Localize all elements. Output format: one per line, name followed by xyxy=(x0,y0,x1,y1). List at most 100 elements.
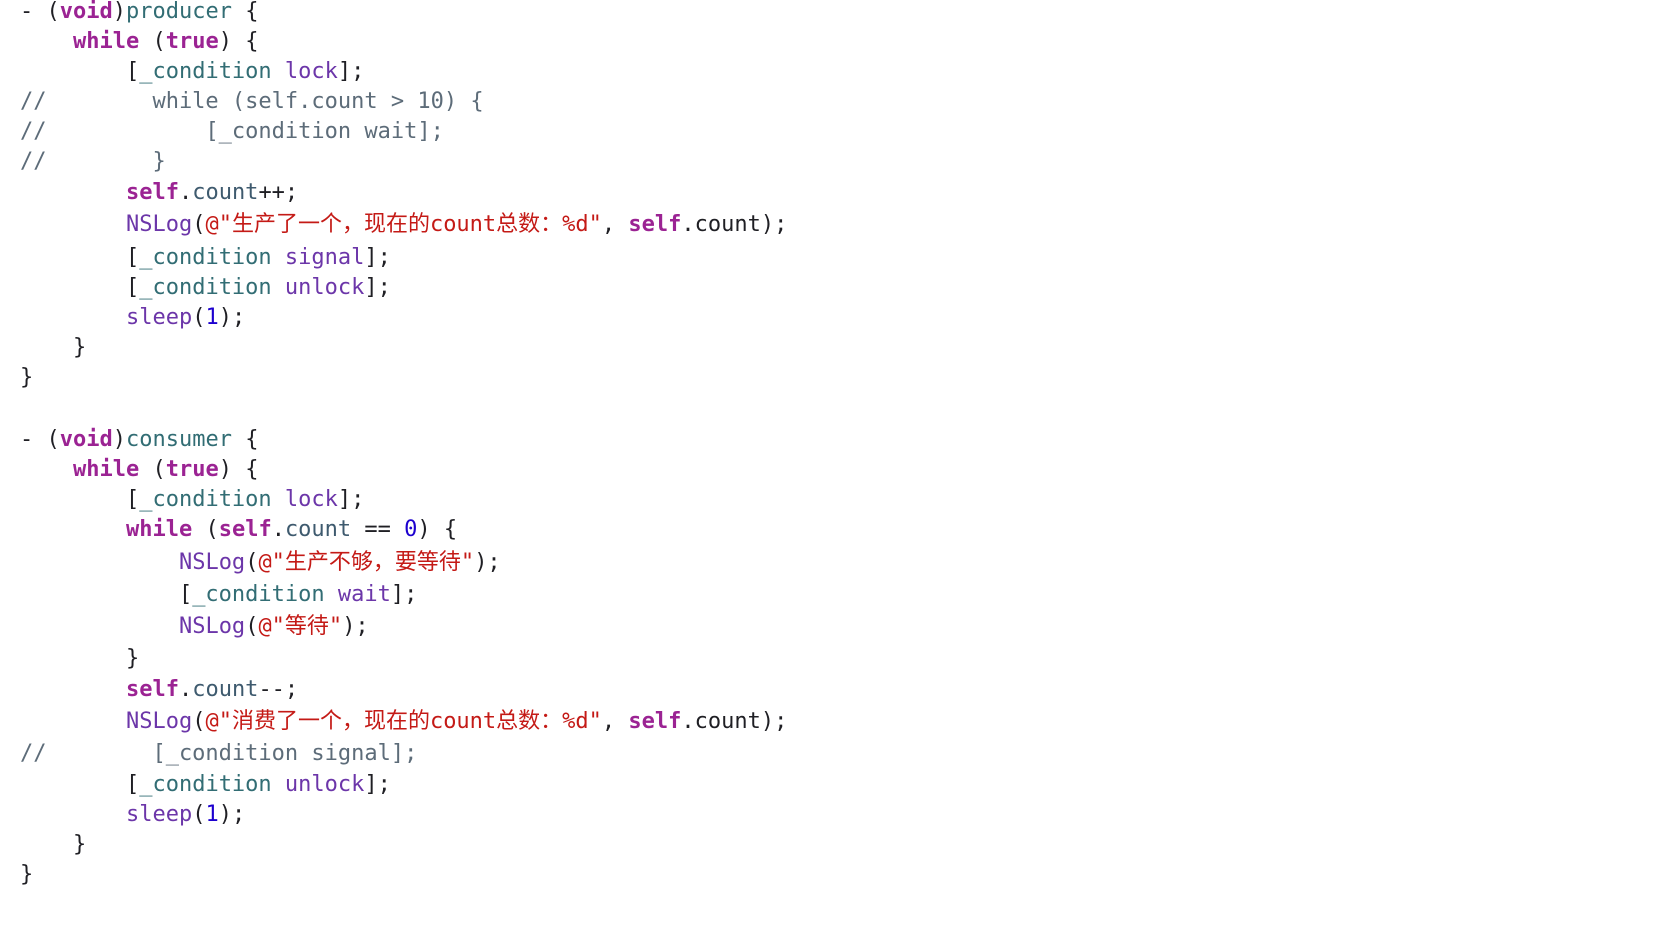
code-text: ( xyxy=(245,550,259,575)
code-line: } xyxy=(20,362,33,394)
keyword-token: self xyxy=(125,677,179,702)
code-line: self.count--; xyxy=(20,674,298,706)
code-line: NSLog(@"生产不够，要等待"); xyxy=(20,547,501,579)
code-text: --; xyxy=(258,677,299,702)
comment-text: // } xyxy=(20,149,166,174)
code-text: ); xyxy=(218,305,246,330)
code-text xyxy=(20,180,126,205)
property-token: count xyxy=(192,677,259,702)
method-token: NSLog xyxy=(125,212,193,237)
method-token: lock xyxy=(284,487,338,512)
code-line: [_condition unlock]; xyxy=(20,272,391,304)
code-text: ( xyxy=(192,709,206,734)
code-text: ]; xyxy=(337,59,365,84)
code-line: while (true) { xyxy=(20,26,258,58)
code-text xyxy=(20,677,126,702)
number-literal: 0 xyxy=(404,517,418,542)
code-line: NSLog(@"等待"); xyxy=(20,611,369,643)
code-text xyxy=(20,802,126,827)
code-line: [_condition unlock]; xyxy=(20,769,391,801)
function-name-token: consumer xyxy=(125,427,232,452)
code-line: - (void)producer { xyxy=(20,0,258,28)
code-text: .count); xyxy=(681,709,788,734)
string-literal: @"生产不够，要等待" xyxy=(258,550,475,575)
comment-text: // [_condition wait]; xyxy=(20,119,444,144)
property-token: count xyxy=(192,180,259,205)
ivar-token: _condition xyxy=(139,487,272,512)
code-text: ]; xyxy=(364,245,391,270)
method-token: lock xyxy=(284,59,338,84)
code-text: ) { xyxy=(218,29,259,54)
code-text: ]; xyxy=(364,275,391,300)
code-line: while (self.count == 0) { xyxy=(20,514,457,546)
code-line: } xyxy=(20,859,33,891)
code-text: ); xyxy=(474,550,501,575)
code-text xyxy=(272,772,285,797)
code-text xyxy=(20,614,179,639)
keyword-token: void xyxy=(59,427,113,452)
string-literal: @"生产了一个，现在的count总数：%d" xyxy=(205,212,602,237)
keyword-token: self xyxy=(628,709,682,734)
method-token: unlock xyxy=(284,275,365,300)
code-line: // } xyxy=(20,146,166,178)
code-line: sleep(1); xyxy=(20,302,245,334)
code-line: [_condition lock]; xyxy=(20,484,364,516)
number-literal: 1 xyxy=(205,802,219,827)
string-literal: @"等待" xyxy=(258,614,343,639)
method-token: signal xyxy=(284,245,365,270)
code-line: // while (self.count > 10) { xyxy=(20,86,484,118)
code-line: } xyxy=(20,829,86,861)
code-line: // [_condition wait]; xyxy=(20,116,444,148)
code-text: ) xyxy=(112,427,126,452)
code-text: ]; xyxy=(390,582,418,607)
code-text: [ xyxy=(20,245,140,270)
code-text xyxy=(20,709,126,734)
number-literal: 1 xyxy=(205,305,219,330)
method-token: sleep xyxy=(125,305,193,330)
code-text: ( xyxy=(192,212,206,237)
code-text xyxy=(20,305,126,330)
code-text: [ xyxy=(20,772,140,797)
code-text: ( xyxy=(192,517,219,542)
code-text xyxy=(272,487,285,512)
property-token: count xyxy=(284,517,352,542)
method-token: wait xyxy=(337,582,391,607)
code-line: - (void)consumer { xyxy=(20,424,258,456)
code-text: - ( xyxy=(20,0,60,24)
code-line: NSLog(@"生产了一个，现在的count总数：%d", self.count… xyxy=(20,209,787,241)
code-text: ); xyxy=(218,802,246,827)
code-text xyxy=(272,275,285,300)
ivar-token: _condition xyxy=(139,245,272,270)
code-text: ) { xyxy=(218,457,259,482)
code-text: { xyxy=(231,0,259,24)
code-text: , xyxy=(601,212,629,237)
code-text: ( xyxy=(245,614,259,639)
code-text: . xyxy=(271,517,285,542)
keyword-token: self xyxy=(125,180,179,205)
code-text: [ xyxy=(20,582,193,607)
ivar-token: _condition xyxy=(139,59,272,84)
ivar-token: _condition xyxy=(139,772,272,797)
code-text: ]; xyxy=(364,772,391,797)
code-line: NSLog(@"消费了一个，现在的count总数：%d", self.count… xyxy=(20,706,787,738)
code-text: } xyxy=(20,646,140,671)
code-text: , xyxy=(601,709,629,734)
code-text xyxy=(20,457,73,482)
code-text xyxy=(20,29,73,54)
code-line: self.count++; xyxy=(20,177,298,209)
keyword-token: self xyxy=(218,517,272,542)
code-text: } xyxy=(20,832,87,857)
code-line: } xyxy=(20,643,139,675)
code-text: ]; xyxy=(337,487,365,512)
code-text: } xyxy=(20,335,87,360)
function-name-token: producer xyxy=(125,0,232,24)
keyword-token: while xyxy=(72,29,140,54)
code-line: [_condition wait]; xyxy=(20,579,417,611)
code-line: while (true) { xyxy=(20,454,258,486)
code-text xyxy=(325,582,338,607)
method-token: NSLog xyxy=(178,614,246,639)
ivar-token: _condition xyxy=(139,275,272,300)
ivar-token: _condition xyxy=(192,582,325,607)
code-text: .count); xyxy=(681,212,788,237)
